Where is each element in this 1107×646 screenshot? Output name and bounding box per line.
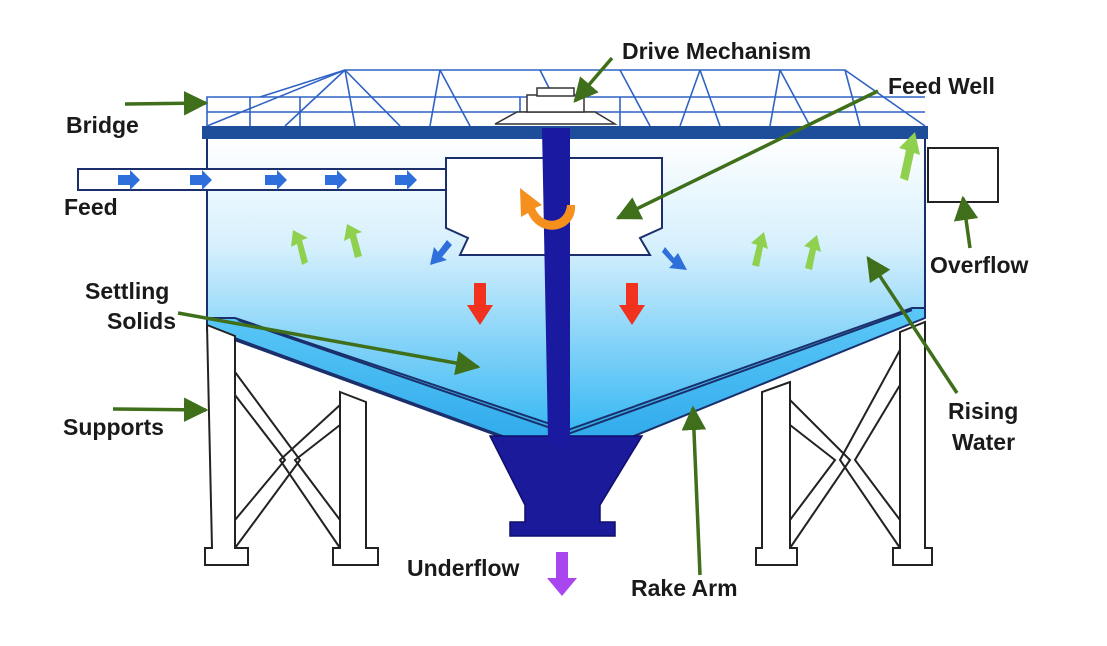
arrow-down-icon <box>467 283 493 325</box>
settling-arrows <box>467 283 645 325</box>
arrow-down-left-icon <box>430 240 452 265</box>
label-settling-solids-line2: Solids <box>107 308 177 334</box>
arrow-up-icon <box>291 230 308 265</box>
arrow-up-icon <box>751 232 768 267</box>
arrow-up-icon <box>804 235 821 270</box>
label-settling-solids-line1: Settling <box>85 278 170 304</box>
underflow-arrow-icon <box>547 552 577 596</box>
label-supports: Supports <box>63 414 164 440</box>
curved-arrow-icon <box>520 188 576 230</box>
bridge-truss <box>206 69 926 127</box>
label-overflow: Overflow <box>930 252 1029 278</box>
arrow-right-icon <box>395 170 417 190</box>
drive-mechanism <box>494 87 618 125</box>
arrow-right-icon <box>118 170 140 190</box>
rising-water-arrows <box>291 132 920 270</box>
overflow-launder <box>927 147 999 203</box>
label-bridge: Bridge <box>66 112 139 138</box>
pointer-lines <box>112 56 979 576</box>
support-right <box>755 320 933 566</box>
drive-shaft <box>542 128 570 447</box>
label-feed-well: Feed Well <box>888 73 995 99</box>
arrow-down-icon <box>619 283 645 325</box>
arrow-right-icon <box>265 170 287 190</box>
label-rising-water-line2: Water <box>952 429 1016 455</box>
feed-flow-arrows <box>118 170 417 190</box>
support-left <box>204 323 379 566</box>
arrow-right-icon <box>190 170 212 190</box>
arrow-up-icon <box>899 132 920 181</box>
label-underflow: Underflow <box>407 555 520 581</box>
arrow-right-icon <box>325 170 347 190</box>
arrow-down-right-icon <box>662 247 687 270</box>
underflow-nozzle <box>488 435 644 537</box>
label-rake-arm: Rake Arm <box>631 575 738 601</box>
label-drive-mechanism: Drive Mechanism <box>622 38 812 64</box>
label-feed: Feed <box>64 194 118 220</box>
arrow-up-icon <box>344 224 362 258</box>
feedwell-outflow-arrows <box>430 240 687 270</box>
label-rising-water-line1: Rising <box>948 398 1019 424</box>
